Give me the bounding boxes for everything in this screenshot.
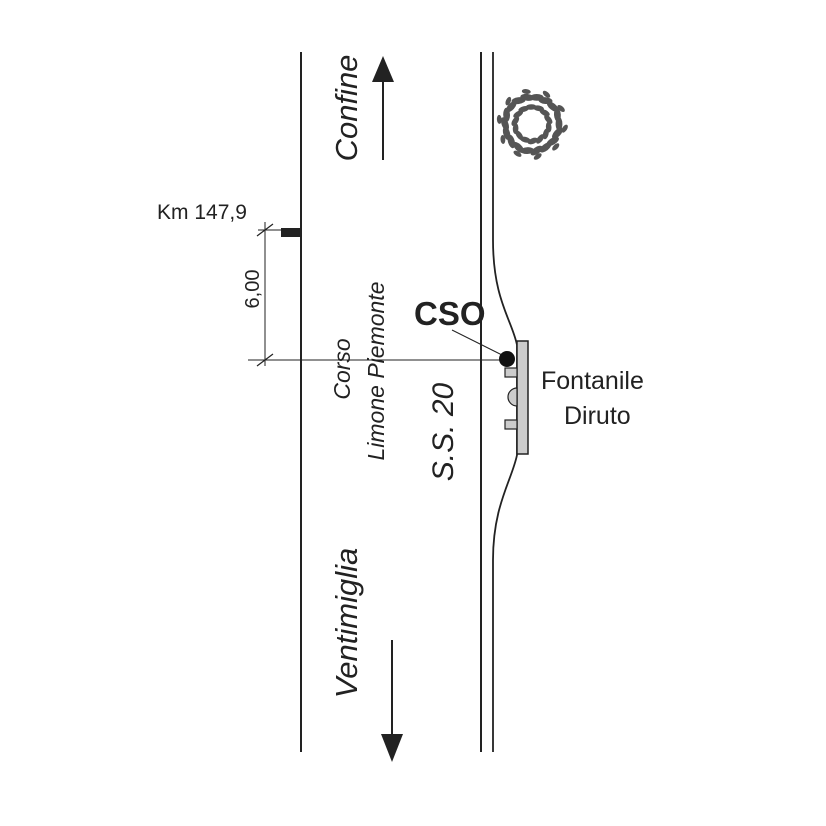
label-km: Km 147,9 (157, 201, 247, 224)
label-cso: CSO (414, 295, 486, 332)
arrow-down-icon (381, 640, 403, 762)
label-limone-piemonte: Limone Piemonte (363, 282, 389, 461)
arrow-up-icon (372, 56, 394, 160)
label-diruto: Diruto (564, 402, 631, 430)
tree-icon (496, 89, 568, 160)
fontanile-step-bottom (504, 419, 518, 430)
label-confine: Confine (329, 55, 364, 162)
label-corso: Corso (329, 338, 355, 400)
label-ventimiglia: Ventimiglia (329, 548, 364, 698)
label-ss20: S.S. 20 (427, 382, 460, 481)
cso-point-icon (499, 351, 515, 367)
cso-leader (451, 329, 503, 356)
fontanile-step-top (504, 367, 518, 378)
fontanile-wall (516, 340, 529, 455)
label-distance: 6,00 (242, 270, 264, 309)
label-fontanile: Fontanile (541, 367, 644, 395)
km-marker (281, 228, 301, 237)
fontanile-basin (507, 387, 518, 407)
